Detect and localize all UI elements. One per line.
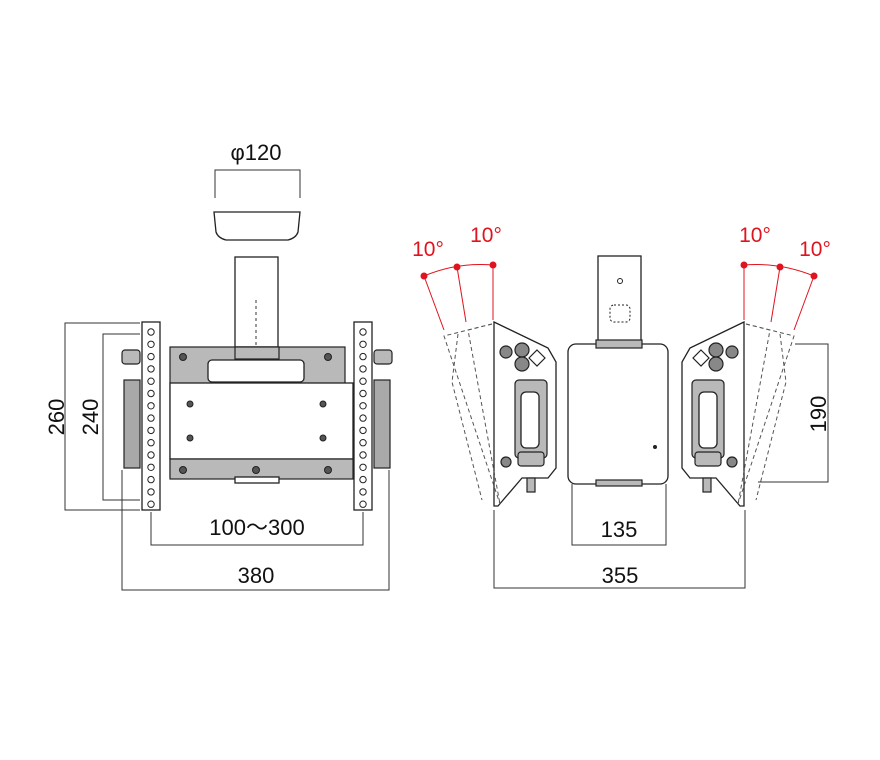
rail-hole [147,377,155,385]
rail-hole [147,426,155,435]
drop-height-label: 190 [806,396,831,433]
width-left-dimline [121,470,390,591]
rail-hole [359,365,367,373]
rail-hole [147,439,155,447]
height-total-dimline [64,322,140,511]
center-housing [567,343,669,485]
rail-hole [359,340,367,348]
rail-hole [147,463,155,471]
height-inner-label: 240 [78,399,103,436]
rail-hole [359,414,367,422]
tilt-point-right-outer [810,272,818,280]
rail-hole [359,352,367,361]
rail-hole [147,365,155,373]
rail-hole [147,414,155,422]
rail-hole [359,426,367,435]
tilt-indicator-right [740,261,818,331]
tilt-label-right-outer: 10° [799,238,831,261]
vesa-range-dimline [150,512,364,546]
frame-clamp [207,359,305,383]
rail-hole [147,475,155,484]
rail-hole [147,340,155,348]
vesa-range-label: 100〜300 [209,515,304,540]
rail-hole [147,402,155,410]
left-knob [121,349,141,365]
rail-hole [147,488,155,496]
adapter-plate [169,382,354,460]
pipe-diameter-dimline [214,169,301,198]
rail-hole [359,500,367,508]
rail-hole [147,389,155,398]
depth-center-dimline [571,484,667,546]
rail-hole [359,328,367,336]
tilt-point-left-outer [420,272,428,280]
tilt-label-left-outer: 10° [412,238,444,261]
tilt-ghost-right [737,323,795,505]
rail-hole [359,389,367,398]
rail-hole [359,439,367,447]
tilt-indicator-left [420,261,497,331]
width-right-dimline [493,510,746,589]
pipe-diameter-label: φ120 [231,140,282,165]
rail-hole [359,475,367,484]
rail-hole [359,402,367,410]
rail-hole [359,451,367,459]
right-knob [373,349,393,365]
ceiling-cap [213,211,301,241]
drop-height-dimline [758,343,829,483]
side-post [597,255,642,345]
front-view: φ120 260 [44,140,393,591]
rail-hole [359,377,367,385]
tilt-point-right-inner [776,263,784,271]
tilt-ghost-left [443,323,501,505]
height-total-label: 260 [44,399,69,436]
side-view: 10° 10° 10° 10° 135 355 190 [412,224,831,589]
rail-hole [147,451,155,459]
depth-center-label: 135 [601,517,638,542]
rail-hole [359,463,367,471]
right-side-arm [373,379,391,469]
rail-hole [147,352,155,361]
tilt-label-right-inner: 10° [739,224,771,247]
tilt-point-right-zero [740,261,748,269]
tilt-point-left-zero [489,261,497,269]
rail-hole [147,328,155,336]
width-right-label: 355 [602,563,639,588]
rail-hole [147,500,155,508]
tilt-label-left-inner: 10° [470,224,502,247]
tilt-point-left-inner [453,263,461,271]
rail-hole [359,488,367,496]
width-left-label: 380 [238,563,275,588]
left-side-arm [123,379,141,469]
